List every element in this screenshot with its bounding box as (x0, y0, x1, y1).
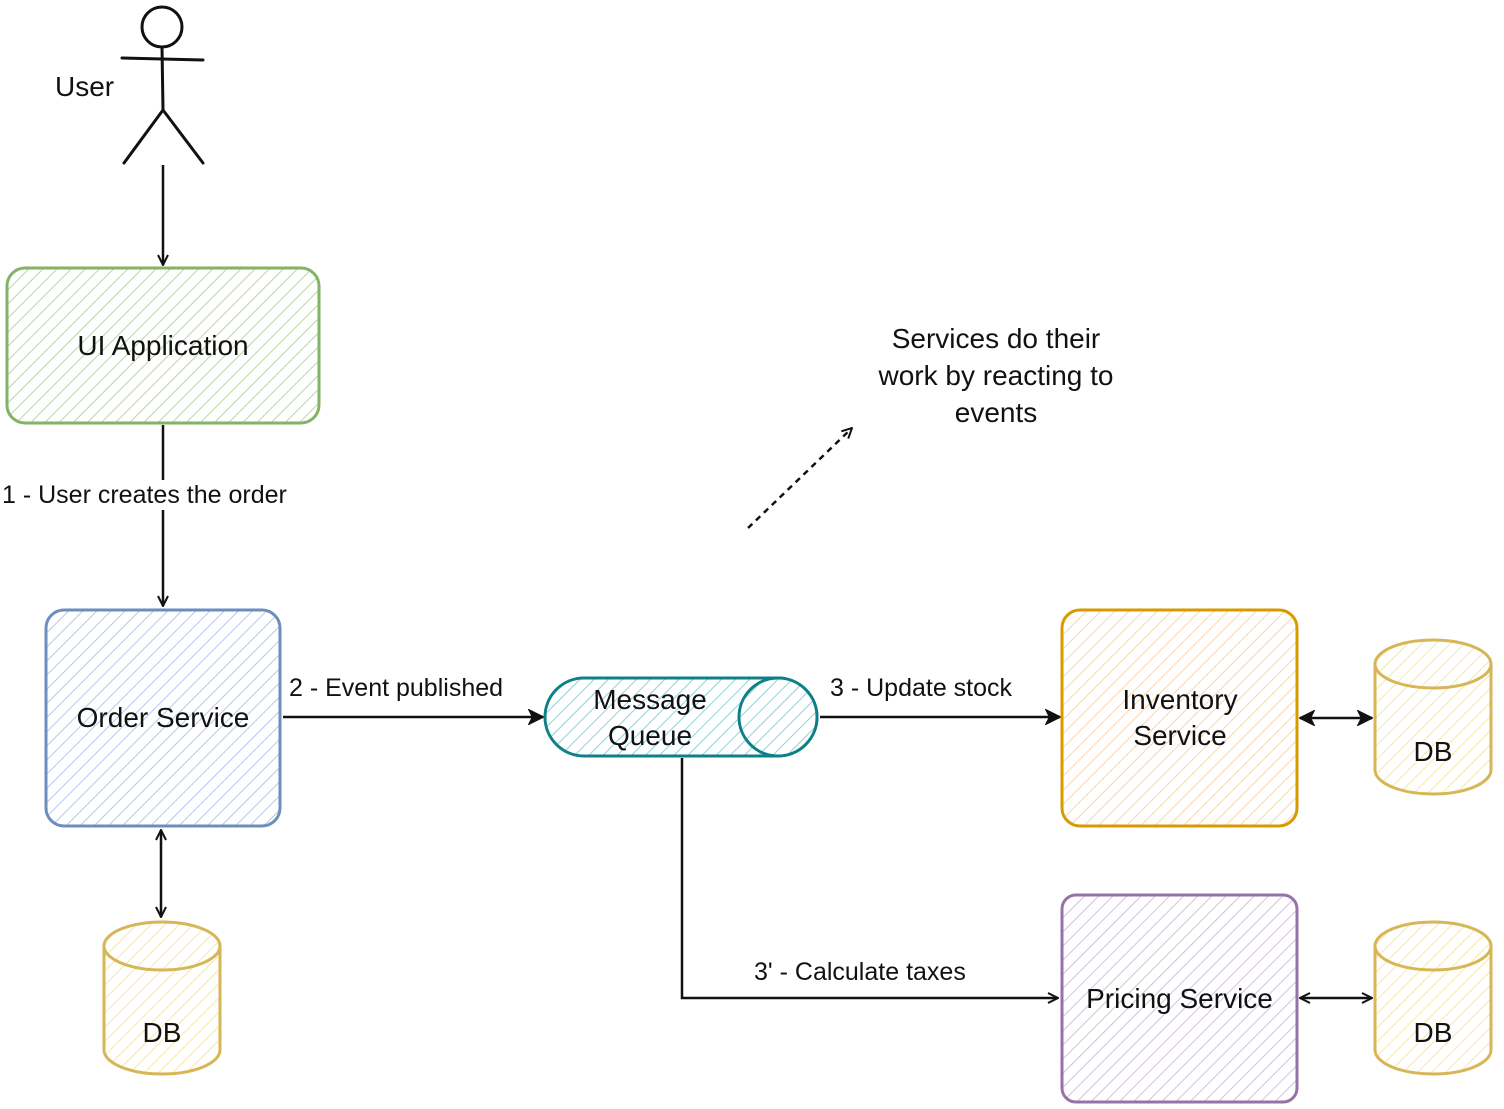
ui-application-box (5, 266, 321, 425)
inventory-db-label: DB (1413, 736, 1453, 767)
user-actor-label: User (55, 71, 115, 102)
message-queue-shape (543, 676, 819, 758)
order-db-shape (102, 920, 222, 1076)
inventory-service-label: Inventory Service (1122, 684, 1238, 751)
user-actor-icon (120, 5, 205, 165)
edge-label-calculate-taxes: 3' - Calculate taxes (754, 958, 966, 986)
pricing-service-label: Pricing Service (1086, 982, 1273, 1014)
inventory-db-shape (1373, 638, 1493, 796)
note-line-3: events (954, 397, 1038, 428)
edge-label-event-published: 2 - Event published (289, 674, 504, 702)
note-text: Services do their work by reacting to ev… (846, 320, 1146, 431)
note-pointer-arrow (747, 428, 852, 529)
order-db-label: DB (142, 1017, 182, 1048)
note-line-2: work by reacting to (878, 360, 1114, 391)
edge-label-user-creates-order: 1 - User creates the order (2, 480, 287, 510)
pricing-db-shape (1373, 920, 1493, 1076)
note-line-1: Services do their (891, 323, 1101, 354)
edge-label-update-stock: 3 - Update stock (830, 674, 1013, 702)
order-service-box (44, 608, 282, 828)
order-service-label: Order Service (76, 702, 250, 733)
inventory-service-box (1060, 608, 1299, 828)
pricing-db-label: DB (1413, 1017, 1453, 1048)
message-queue-label: Message Queue (593, 684, 707, 751)
edge-queue-to-pricing (680, 758, 1058, 998)
pricing-service-box (1060, 893, 1299, 1104)
ui-application-label: UI Application (77, 329, 249, 361)
